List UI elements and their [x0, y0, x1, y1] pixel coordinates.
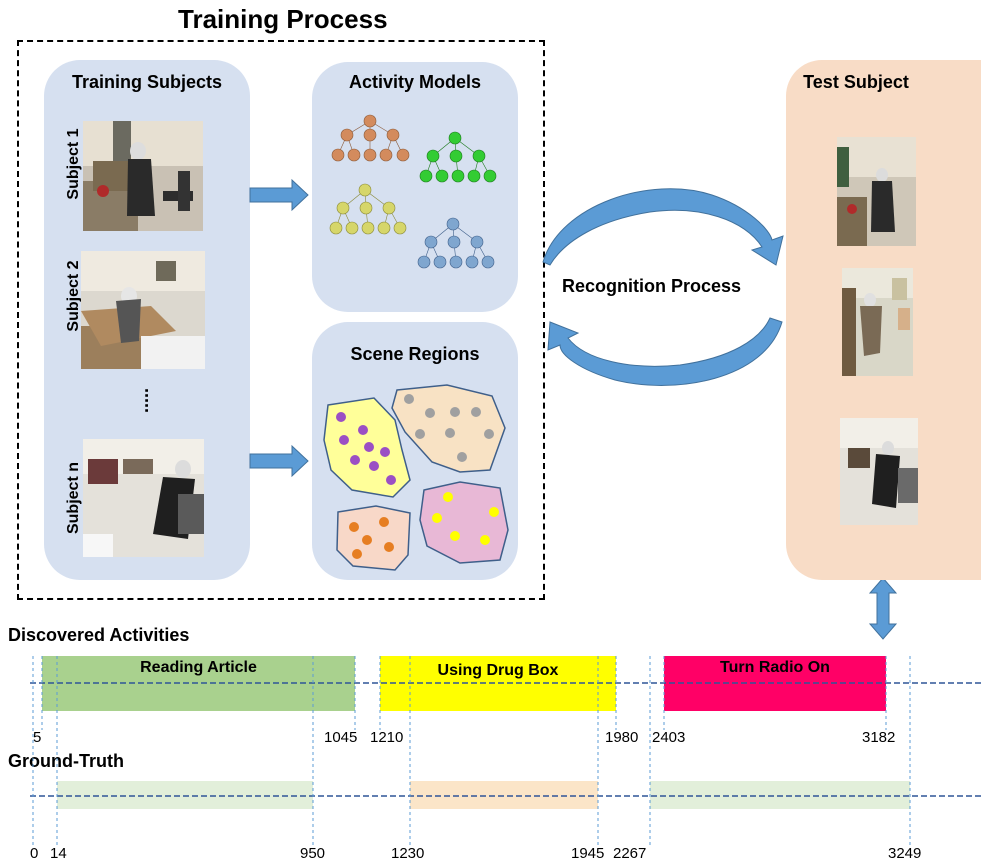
tick-discovered-start-2: 1210: [370, 729, 404, 746]
subject-2-image: [81, 251, 205, 369]
ground-truth-bar-3: [650, 781, 910, 809]
test-subject-image-1: [837, 137, 916, 246]
training-process-frame: [17, 40, 545, 600]
subject-1-label: Subject 1: [65, 128, 82, 200]
tick-discovered-end-1: 1045: [324, 729, 358, 746]
subject-n-image: [83, 439, 204, 557]
activity-bar-turn-radio-on: Turn Radio On: [664, 656, 886, 711]
training-subjects-title: Training Subjects: [71, 72, 223, 92]
subject-n-label: Subject n: [65, 462, 82, 535]
ground-truth-bar-1: [57, 781, 313, 809]
subject-1-image: [83, 121, 203, 231]
tick-discovered-start-3: 2403: [652, 729, 686, 746]
activity-label-turn-radio-on: Turn Radio On: [720, 659, 830, 676]
tick-gt-6: 3249: [888, 845, 922, 862]
tick-gt-2: 950: [300, 845, 326, 862]
tick-discovered-start-1: 5: [33, 729, 42, 746]
ground-truth-bar-2: [410, 781, 598, 809]
recognition-process-label: Recognition Process: [562, 276, 742, 296]
test-subject-image-2: [842, 268, 913, 376]
tick-gt-5: 2267: [613, 845, 647, 862]
tick-discovered-end-2: 1980: [605, 729, 639, 746]
tick-gt-0: 0: [30, 845, 39, 862]
tick-discovered-end-3: 3182: [862, 729, 896, 746]
activity-bar-reading-article: Reading Article: [42, 656, 355, 711]
test-subject-image-3: [840, 418, 918, 525]
activity-models-title: Activity Models: [348, 72, 482, 92]
scene-regions-title: Scene Regions: [350, 344, 480, 364]
tick-gt-4: 1945: [571, 845, 605, 862]
tick-gt-1: 14: [50, 845, 67, 862]
subjects-ellipsis: .....: [132, 387, 153, 414]
tick-gt-3: 1230: [391, 845, 425, 862]
ground-truth-label: Ground-Truth: [8, 751, 124, 771]
activity-bar-using-drug-box: Using Drug Box: [380, 656, 616, 711]
activity-label-reading-article: Reading Article: [140, 659, 257, 676]
activity-models-panel: [312, 62, 518, 312]
page-title: Training Process: [178, 4, 388, 34]
test-subject-title: Test Subject: [803, 72, 909, 92]
discovered-activities-label: Discovered Activities: [8, 625, 190, 645]
activity-label-using-drug-box: Using Drug Box: [437, 662, 559, 679]
